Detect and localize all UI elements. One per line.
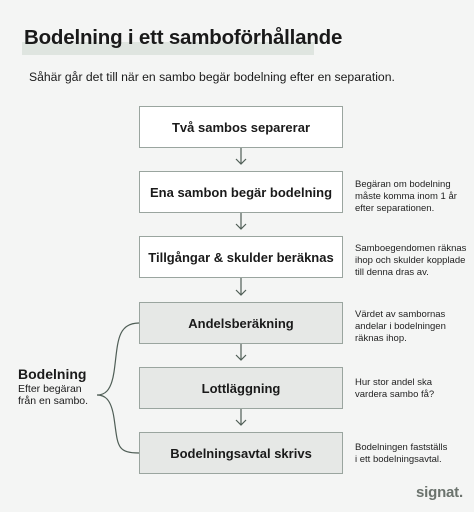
bodelning-bracket bbox=[96, 322, 140, 454]
step-note-assets: Samboegendomen räknas ihop och skulder k… bbox=[355, 243, 471, 279]
step-box-agreement: Bodelningsavtal skrivs bbox=[139, 432, 343, 474]
step-note-allotment: Hur stor andel ska vardera sambo få? bbox=[355, 377, 471, 401]
title-highlight bbox=[22, 42, 314, 55]
note-line: Samboegendomen räknas bbox=[355, 243, 467, 254]
note-line: Hur stor andel ska bbox=[355, 377, 433, 388]
step-label: Ena sambon begär bodelning bbox=[149, 184, 333, 200]
arrow-1-to-2 bbox=[235, 147, 247, 165]
arrow-3-to-4 bbox=[235, 278, 247, 296]
note-line: måste komma inom 1 år bbox=[355, 191, 457, 202]
step-label: Tillgångar & skulder beräknas bbox=[148, 249, 334, 265]
step-box-request: Ena sambon begär bodelning bbox=[139, 171, 343, 213]
page-title: Bodelning i ett samboförhållande bbox=[24, 26, 343, 49]
bracket-line: Efter begäran bbox=[18, 383, 82, 395]
step-box-share-calculation: Andelsberäkning bbox=[139, 302, 343, 344]
note-line: vardera sambo få? bbox=[355, 389, 435, 400]
page-subtitle: Såhär går det till när en sambo begär bo… bbox=[29, 70, 395, 84]
note-line: i ett bodelningsavtal. bbox=[355, 454, 442, 465]
step-box-separation: Två sambos separerar bbox=[139, 106, 343, 148]
note-line: till denna dras av. bbox=[355, 267, 429, 278]
note-line: Begäran om bodelning bbox=[355, 179, 451, 190]
arrow-2-to-3 bbox=[235, 212, 247, 230]
note-line: andelar i bodelningen bbox=[355, 321, 446, 332]
bracket-description: Efter begäran från en sambo. bbox=[18, 383, 88, 407]
step-label: Två sambos separerar bbox=[171, 119, 311, 135]
step-note-share-calculation: Värdet av sambornas andelar i bodelninge… bbox=[355, 309, 471, 345]
step-label: Bodelningsavtal skrivs bbox=[170, 445, 312, 461]
step-label: Andelsberäkning bbox=[188, 315, 294, 331]
bracket-title: Bodelning bbox=[18, 366, 87, 382]
arrow-5-to-6 bbox=[235, 408, 247, 426]
note-line: räknas ihop. bbox=[355, 333, 407, 344]
bracket-line: från en sambo. bbox=[18, 395, 89, 407]
note-line: Bodelningen fastställs bbox=[355, 442, 448, 453]
step-note-request: Begäran om bodelning måste komma inom 1 … bbox=[355, 179, 471, 215]
step-box-assets: Tillgångar & skulder beräknas bbox=[139, 236, 343, 278]
step-note-agreement: Bodelningen fastställs i ett bodelningsa… bbox=[355, 442, 471, 466]
signat-logo: signat. bbox=[416, 484, 463, 501]
step-box-allotment: Lottläggning bbox=[139, 367, 343, 409]
note-line: ihop och skulder kopplade bbox=[355, 255, 466, 266]
note-line: efter separationen. bbox=[355, 203, 435, 214]
arrow-4-to-5 bbox=[235, 343, 247, 361]
note-line: Värdet av sambornas bbox=[355, 309, 446, 320]
step-label: Lottläggning bbox=[201, 380, 281, 396]
